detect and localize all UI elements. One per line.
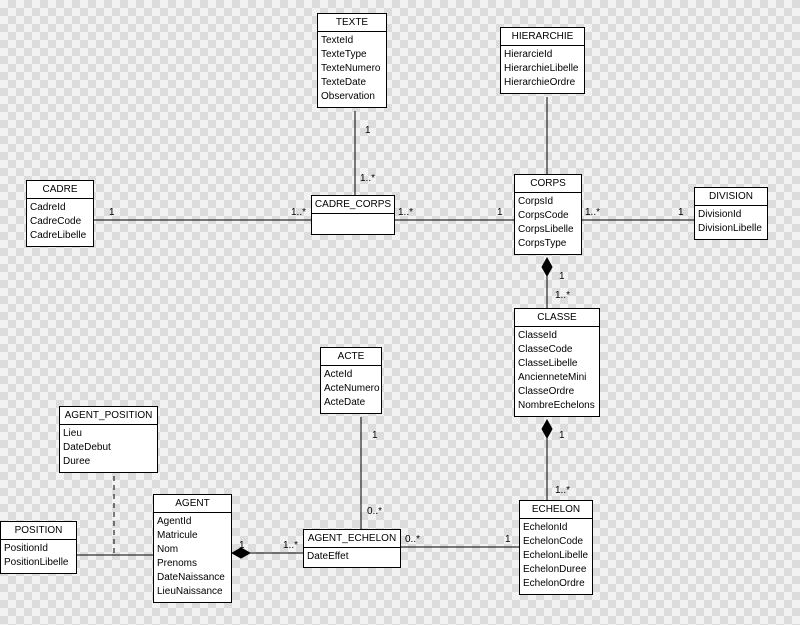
class-agent-echelon-name: AGENT_ECHELON xyxy=(304,530,400,548)
multiplicity-label: 0..* xyxy=(405,534,421,545)
classe-echelon-composition-diamond xyxy=(541,418,553,440)
multiplicity-label: 1 xyxy=(365,125,371,136)
multiplicity-label: 1 xyxy=(559,430,565,441)
agent-agent-echelon-composition-diamond xyxy=(230,547,252,559)
attribute-cadre-libelle: CadreLibelle xyxy=(30,230,87,241)
class-classe[interactable]: CLASSE ClasseId ClasseCode ClasseLibelle… xyxy=(514,308,600,417)
attribute-acte-numero: ActeNumero xyxy=(324,383,380,394)
attribute-texte-numero: TexteNumero xyxy=(321,63,381,74)
class-agent-echelon[interactable]: AGENT_ECHELON DateEffet xyxy=(303,529,401,568)
class-cadre[interactable]: CADRE CadreId CadreCode CadreLibelle xyxy=(26,180,94,247)
attribute-classe-libelle: ClasseLibelle xyxy=(518,358,578,369)
class-agent-name: AGENT xyxy=(154,495,231,513)
class-agent-position-name: AGENT_POSITION xyxy=(60,407,157,425)
multiplicity-label: 1 xyxy=(497,207,503,218)
multiplicity-label: 1 xyxy=(239,540,245,551)
attribute-texte-date: TexteDate xyxy=(321,77,367,88)
multiplicity-label: 1 xyxy=(559,271,565,282)
attribute-date-naissance: DateNaissance xyxy=(157,572,225,583)
class-texte-name: TEXTE xyxy=(318,14,386,32)
attribute-corps-libelle: CorpsLibelle xyxy=(518,224,574,235)
attribute-cadre-id: CadreId xyxy=(30,202,66,213)
class-division[interactable]: DIVISION DivisionId DivisionLibelle xyxy=(694,187,768,240)
attribute-corps-code: CorpsCode xyxy=(518,210,569,221)
attribute-duree: Duree xyxy=(63,456,91,467)
attribute-corps-id: CorpsId xyxy=(518,196,554,207)
attribute-texte-id: TexteId xyxy=(321,35,354,46)
multiplicity-label: 1 xyxy=(109,207,115,218)
multiplicity-label: 0..* xyxy=(367,506,383,517)
attribute-classe-id: ClasseId xyxy=(518,330,557,341)
class-cadre-name: CADRE xyxy=(27,181,93,199)
class-corps-name: CORPS xyxy=(515,175,581,193)
attribute-anciennete-mini: AncienneteMini xyxy=(518,372,587,383)
attribute-position-id: PositionId xyxy=(4,543,48,554)
attribute-agent-id: AgentId xyxy=(157,516,192,527)
attribute-classe-code: ClasseCode xyxy=(518,344,573,355)
attribute-hierarchie-ordre: HierarchieOrdre xyxy=(504,77,576,88)
attribute-acte-date: ActeDate xyxy=(324,397,366,408)
attribute-position-libelle: PositionLibelle xyxy=(4,557,69,568)
attribute-lieu: Lieu xyxy=(63,428,82,439)
attribute-nombre-echelons: NombreEchelons xyxy=(518,400,595,411)
multiplicity-label: 1..* xyxy=(398,207,414,218)
class-texte[interactable]: TEXTE TexteId TexteType TexteNumero Text… xyxy=(317,13,387,108)
attribute-echelon-libelle: EchelonLibelle xyxy=(523,550,589,561)
multiplicity-label: 1..* xyxy=(283,540,299,551)
multiplicity-label: 1..* xyxy=(585,207,601,218)
attribute-prenoms: Prenoms xyxy=(157,558,198,569)
class-agent-position[interactable]: AGENT_POSITION Lieu DateDebut Duree xyxy=(59,406,158,473)
class-classe-name: CLASSE xyxy=(515,309,599,327)
attribute-matricule: Matricule xyxy=(157,530,198,541)
attribute-division-libelle: DivisionLibelle xyxy=(698,223,762,234)
multiplicity-label: 1 xyxy=(678,207,684,218)
attribute-echelon-ordre: EchelonOrdre xyxy=(523,578,585,589)
class-cadre-corps-name: CADRE_CORPS xyxy=(312,196,394,214)
class-cadre-corps[interactable]: CADRE_CORPS xyxy=(311,195,395,235)
class-division-name: DIVISION xyxy=(695,188,767,206)
attribute-date-effet: DateEffet xyxy=(307,551,349,562)
class-position[interactable]: POSITION PositionId PositionLibelle xyxy=(0,521,77,574)
attribute-cadre-code: CadreCode xyxy=(30,216,82,227)
multiplicity-label: 1..* xyxy=(555,290,571,301)
attribute-nom: Nom xyxy=(157,544,179,555)
attribute-hierarchie-libelle: HierarchieLibelle xyxy=(504,63,579,74)
attribute-date-debut: DateDebut xyxy=(63,442,111,453)
corps-classe-composition-diamond xyxy=(541,256,553,278)
attribute-classe-ordre: ClasseOrdre xyxy=(518,386,575,397)
attribute-observation: Observation xyxy=(321,91,375,102)
attribute-corps-type: CorpsType xyxy=(518,238,567,249)
multiplicity-label: 1 xyxy=(505,534,511,545)
class-hierarchie[interactable]: HIERARCHIE HierarcieId HierarchieLibelle… xyxy=(500,27,585,94)
class-position-name: POSITION xyxy=(1,522,76,540)
multiplicity-label: 1..* xyxy=(360,173,376,184)
attribute-echelon-id: EchelonId xyxy=(523,522,568,533)
class-echelon-name: ECHELON xyxy=(520,501,592,519)
attribute-acte-id: ActeId xyxy=(324,369,353,380)
class-hierarchie-name: HIERARCHIE xyxy=(501,28,584,46)
attribute-echelon-duree: EchelonDuree xyxy=(523,564,587,575)
class-acte-name: ACTE xyxy=(321,348,381,366)
attribute-lieu-naissance: LieuNaissance xyxy=(157,586,223,597)
multiplicity-label: 1..* xyxy=(555,485,571,496)
attribute-texte-type: TexteType xyxy=(321,49,367,60)
class-acte[interactable]: ACTE ActeId ActeNumero ActeDate xyxy=(320,347,382,414)
class-agent[interactable]: AGENT AgentId Matricule Nom Prenoms Date… xyxy=(153,494,232,603)
attribute-division-id: DivisionId xyxy=(698,209,742,220)
multiplicity-label: 1..* xyxy=(291,207,307,218)
class-echelon[interactable]: ECHELON EchelonId EchelonCode EchelonLib… xyxy=(519,500,593,595)
multiplicity-label: 1 xyxy=(372,430,378,441)
attribute-hierarcie-id: HierarcieId xyxy=(504,49,553,60)
class-corps[interactable]: CORPS CorpsId CorpsCode CorpsLibelle Cor… xyxy=(514,174,582,255)
attribute-echelon-code: EchelonCode xyxy=(523,536,584,547)
